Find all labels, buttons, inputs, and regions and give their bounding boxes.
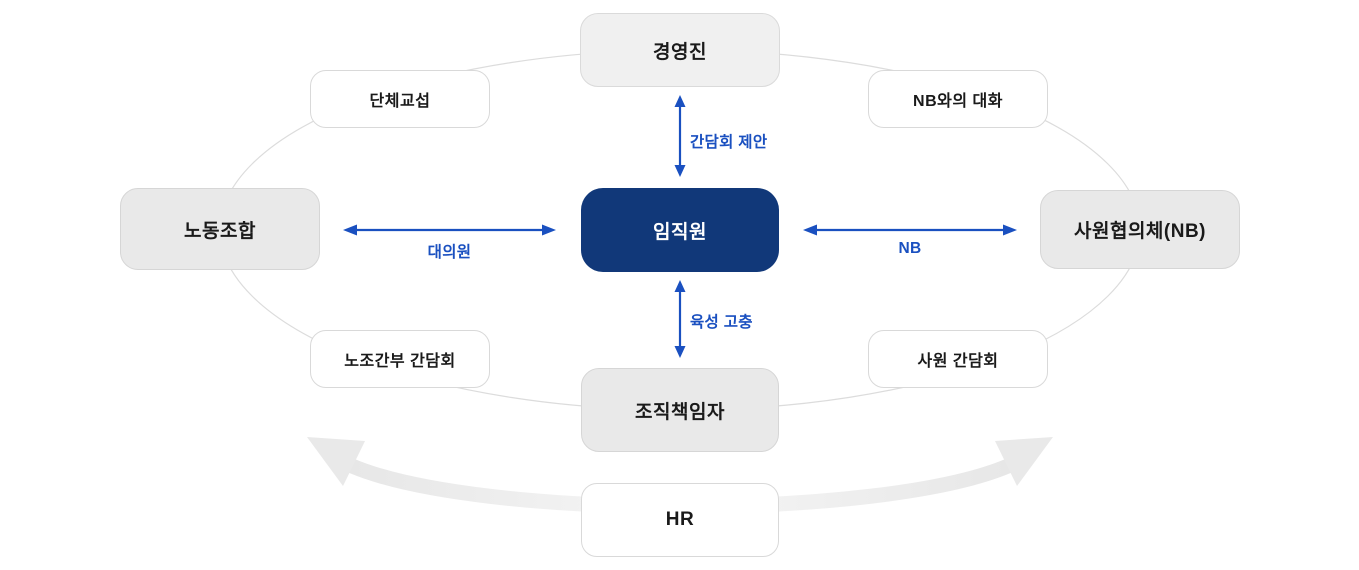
node-employees-label: 임직원 xyxy=(653,221,707,243)
node-management: 경영진 xyxy=(580,13,780,87)
caption-development-grievance: 육성 고충 xyxy=(690,314,753,331)
caption-delegates: 대의원 xyxy=(427,244,472,261)
node-hr-label: HR xyxy=(665,509,695,530)
pill-collective-bargaining: 단체교섭 xyxy=(310,70,490,128)
arrow-union-employees xyxy=(343,224,556,236)
pill-collective-bargaining-label: 단체교섭 xyxy=(369,93,431,110)
node-labor-union: 노동조합 xyxy=(120,188,320,270)
pill-nb-dialogue-label: NB와의 대화 xyxy=(913,93,1003,110)
sweep-arrowhead-right-icon xyxy=(995,437,1053,486)
pill-employee-meeting: 사원 간담회 xyxy=(868,330,1048,388)
pill-union-exec-meeting-label: 노조간부 간담회 xyxy=(344,353,456,370)
pill-nb-dialogue: NB와의 대화 xyxy=(868,70,1048,128)
node-hr: HR xyxy=(581,483,779,557)
arrow-employees-orgleader xyxy=(674,280,686,358)
node-employee-council-label: 사원협의체(NB) xyxy=(1074,221,1206,242)
node-labor-union-label: 노동조합 xyxy=(184,220,256,242)
sweep-arrowhead-left-icon xyxy=(307,437,365,486)
node-org-leader: 조직책임자 xyxy=(581,368,779,452)
node-employee-council: 사원협의체(NB) xyxy=(1040,190,1240,269)
caption-nb: NB xyxy=(898,240,922,257)
node-employees: 임직원 xyxy=(581,188,779,272)
pill-employee-meeting-label: 사원 간담회 xyxy=(917,353,999,370)
arrow-employees-council xyxy=(803,224,1017,236)
node-management-label: 경영진 xyxy=(653,41,707,63)
arrow-management-employees xyxy=(674,95,686,177)
caption-meeting-proposal: 간담회 제안 xyxy=(690,134,768,151)
pill-union-exec-meeting: 노조간부 간담회 xyxy=(310,330,490,388)
node-org-leader-label: 조직책임자 xyxy=(635,401,725,423)
